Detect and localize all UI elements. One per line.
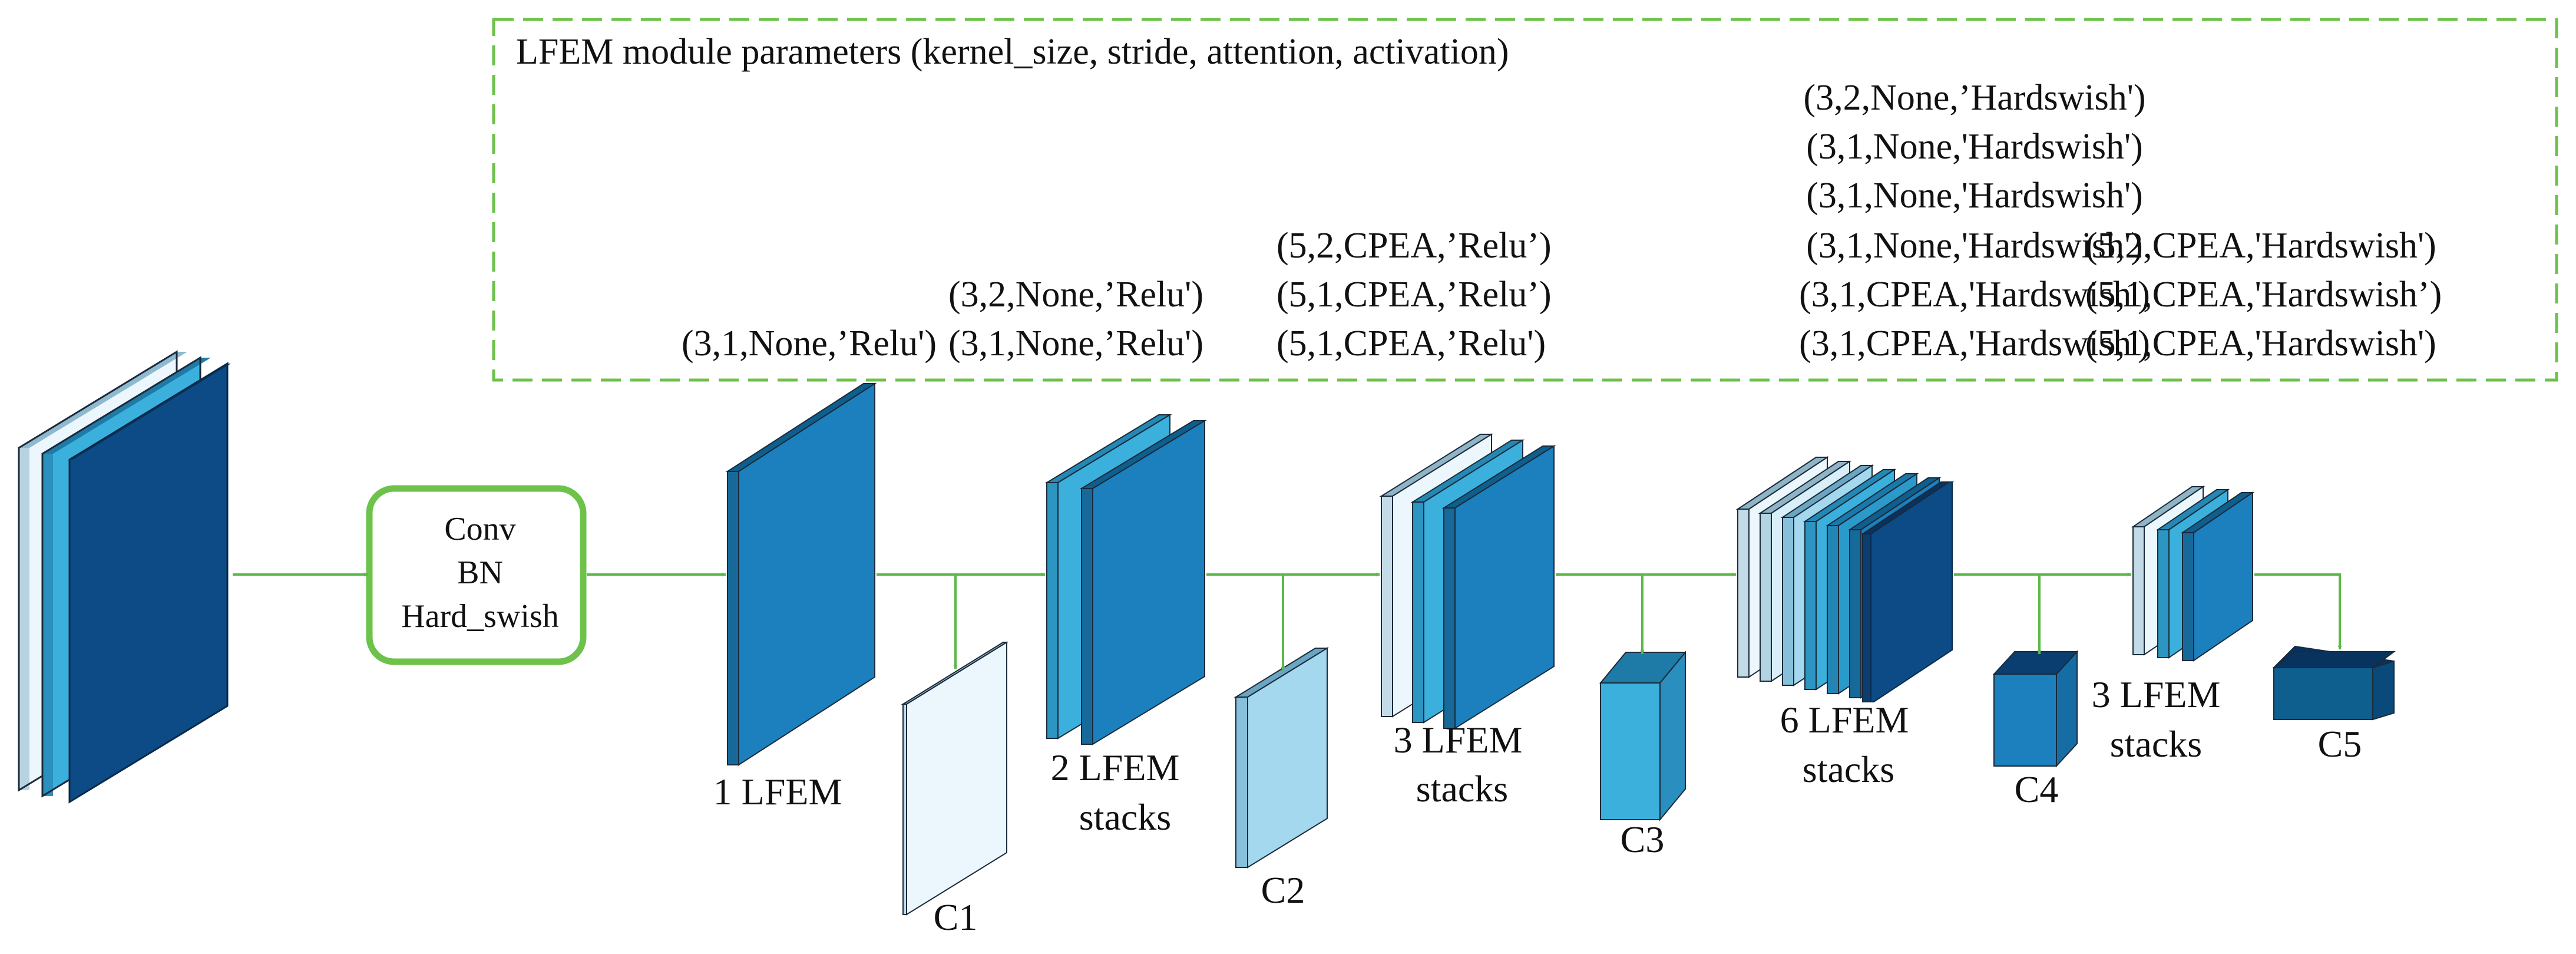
stage-label-line: stacks: [1416, 768, 1508, 810]
param-line: (3,2,None,’Relu'): [948, 275, 1203, 315]
param-line: (3,2,None,’Hardswish'): [1803, 78, 2145, 118]
c1-label: C1: [934, 896, 978, 938]
params-box: LFEM module parameters (kernel_size, str…: [492, 18, 2558, 382]
stage2-lfem-stacks: [1044, 414, 1207, 745]
stage-label-line: stacks: [1079, 796, 1171, 838]
param-line: (5,1,CPEA,’Relu’): [1277, 275, 1552, 315]
stage3-lfem-stacks: [1379, 433, 1556, 729]
stage1-label: 1 LFEM: [713, 771, 842, 813]
c2-label: C2: [1261, 869, 1305, 911]
stage5-label: 3 LFEM stacks: [2092, 674, 2221, 765]
stage-label-line: stacks: [1803, 748, 1894, 790]
c5-output-map: [2272, 645, 2396, 721]
stage5-layer: [2180, 491, 2255, 662]
c2-output-map: [1234, 647, 1330, 869]
conv-label: Conv: [444, 511, 515, 547]
stage4-label: 6 LFEM stacks: [1780, 699, 1909, 790]
c4-label: C4: [2015, 768, 2059, 810]
arrow-stage5-to-c5: [2254, 573, 2342, 650]
params-col-stage3: (5,2,CPEA,’Relu’) (5,1,CPEA,’Relu’) (5,1…: [1277, 226, 1552, 364]
params-col-stage5: (5,2,CPEA,'Hardswish') (5,1,CPEA,'Hardsw…: [2085, 226, 2442, 364]
c3-output-map: [1599, 651, 1687, 821]
param-line: (3,1,CPEA,'Hardswish'): [1799, 323, 2150, 364]
params-col-stage1: (3,1,None,’Relu'): [682, 323, 937, 364]
stage-label-line: 6 LFEM: [1780, 699, 1909, 741]
stage-label-line: 3 LFEM: [1394, 719, 1523, 761]
param-line: (5,1,CPEA,'Hardswish’): [2085, 275, 2442, 315]
stage5-lfem-stacks: [2131, 486, 2255, 662]
param-line: (3,1,None,’Relu'): [682, 323, 937, 364]
param-line: (5,1,CPEA,'Hardswish'): [2085, 323, 2436, 364]
stage3-label: 3 LFEM stacks: [1394, 719, 1523, 810]
stage4-lfem-stacks: [1735, 456, 1955, 702]
params-box-title: LFEM module parameters (kernel_size, str…: [516, 32, 1509, 72]
params-box-frame: [492, 18, 2558, 382]
flow-arrows: [233, 572, 2342, 671]
param-line: (5,1,CPEA,’Relu'): [1277, 323, 1546, 364]
stage3-layer: [1441, 445, 1556, 729]
stage-label-line: 2 LFEM: [1051, 747, 1180, 788]
stage2-layer: [1079, 420, 1207, 745]
param-line: (3,1,None,'Hardswish'): [1806, 226, 2143, 266]
c1-output-map: [901, 641, 1009, 916]
params-col-stage2: (3,2,None,’Relu') (3,1,None,’Relu'): [948, 275, 1203, 364]
c4-output-map: [1992, 650, 2079, 768]
param-line: (5,2,CPEA,’Relu’): [1277, 226, 1552, 266]
param-line: (3,1,None,'Hardswish'): [1806, 127, 2143, 167]
stage1-lfem: [725, 382, 877, 766]
c5-label: C5: [2318, 723, 2362, 765]
stage-label-line: stacks: [2110, 723, 2202, 765]
input-feature-stack: [18, 350, 231, 804]
c3-label: C3: [1621, 818, 1665, 860]
stage-label-line: 3 LFEM: [2092, 674, 2221, 715]
input-layer: [68, 362, 231, 804]
param-line: (5,2,CPEA,'Hardswish'): [2085, 226, 2436, 266]
bn-label: BN: [457, 554, 503, 591]
param-line: (3,1,CPEA,'Hardswish'): [1799, 275, 2150, 315]
stage-label-line: 1 LFEM: [713, 771, 842, 813]
param-line: (3,1,None,’Relu'): [948, 323, 1203, 364]
conv-bn-hardswish-block: Conv BN Hard_swish: [366, 485, 587, 665]
params-col-stage4: (3,2,None,’Hardswish') (3,1,None,'Hardsw…: [1799, 78, 2150, 364]
param-line: (3,1,None,'Hardswish'): [1806, 176, 2143, 216]
stage4-layer: [1860, 481, 1955, 702]
conv-block-frame: [366, 485, 587, 665]
hardswish-label: Hard_swish: [401, 598, 559, 635]
stage2-label: 2 LFEM stacks: [1051, 747, 1180, 838]
